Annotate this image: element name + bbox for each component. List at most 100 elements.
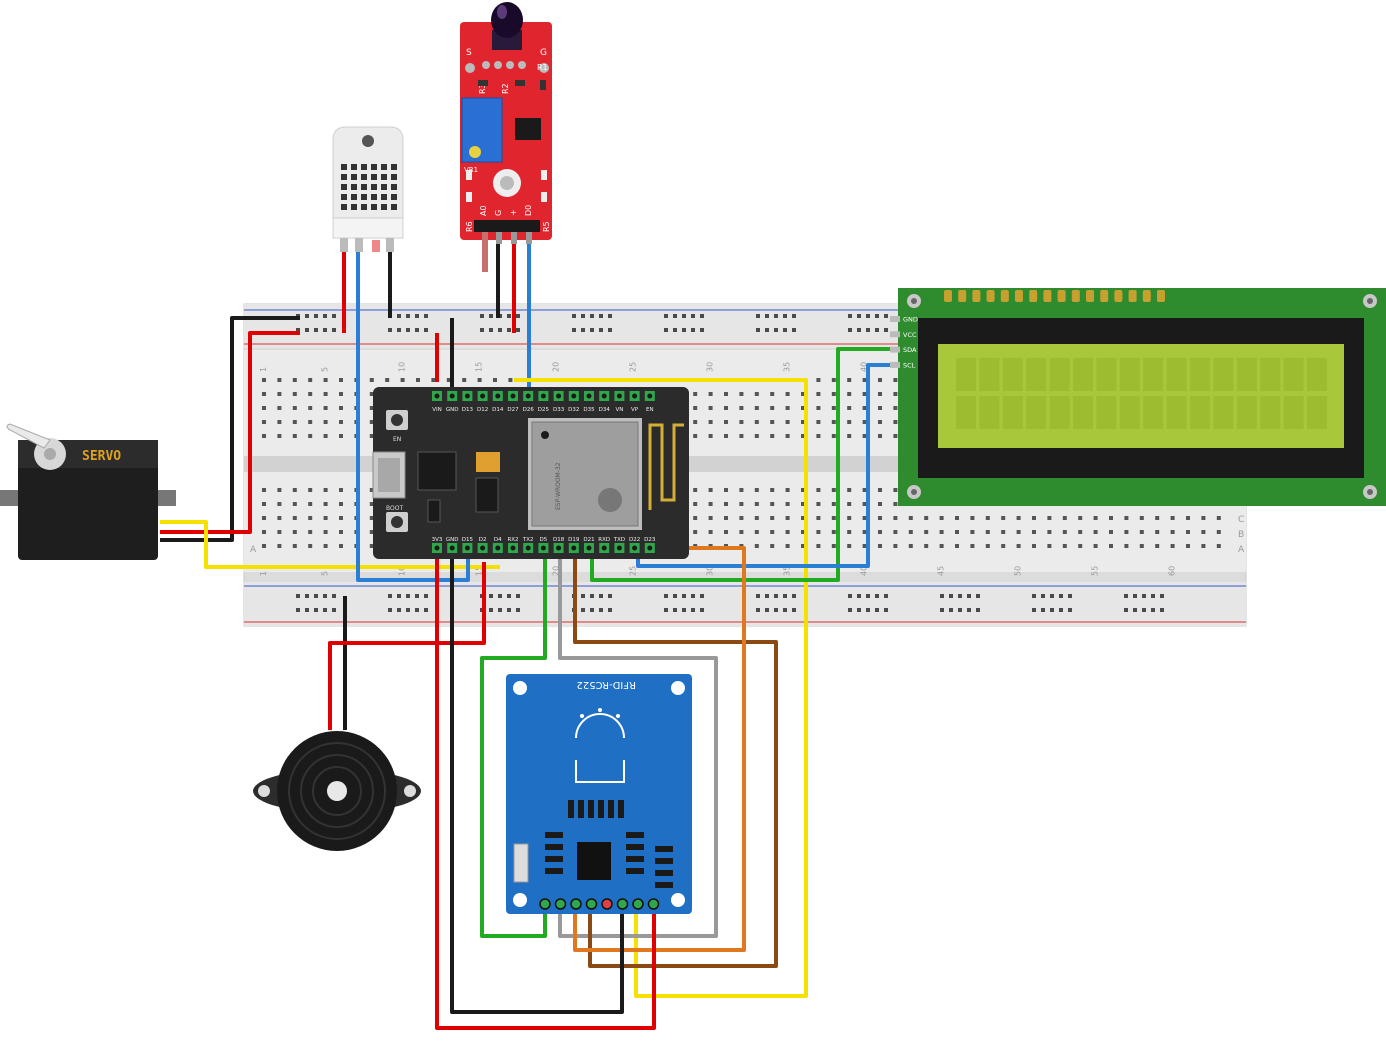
rail-hole	[590, 328, 594, 332]
dht-vent	[351, 194, 357, 200]
lcd-char-cell	[956, 358, 976, 391]
bb-hole	[493, 378, 497, 382]
rfid-smd	[545, 868, 563, 874]
rail-hole	[664, 608, 668, 612]
lcd-header-pin	[1114, 290, 1123, 302]
flame-label-r5: R5	[542, 221, 551, 232]
rfid-smd	[626, 856, 644, 862]
bb-hole	[862, 406, 867, 410]
bb-hole	[831, 502, 836, 506]
rfid-black-wire	[450, 548, 624, 1014]
esp-pin-label-bottom: TXD	[613, 537, 625, 543]
dht-vent	[391, 194, 397, 200]
dht-vent	[361, 174, 367, 180]
bb-hole	[893, 406, 898, 410]
bb-hole	[277, 420, 282, 424]
lcd-header-pin	[1128, 290, 1137, 302]
bb-hole	[739, 406, 744, 410]
rail-hole	[673, 594, 677, 598]
servo-yellow-wire	[160, 520, 500, 569]
dht-vent	[341, 204, 347, 210]
flame-pin-a0: A0	[479, 205, 488, 216]
rail-hole	[848, 314, 852, 318]
rail-hole	[857, 314, 861, 318]
rail-hole	[783, 328, 787, 332]
bb-col-number: 40	[860, 362, 869, 372]
bb-hole	[369, 516, 374, 520]
rail-hole	[1160, 608, 1164, 612]
bb-hole	[1016, 544, 1021, 548]
rfid-smd	[545, 832, 563, 838]
lcd-char-cell	[1283, 396, 1304, 429]
lcd-blue-wire	[636, 363, 900, 568]
rail-hole	[1151, 608, 1155, 612]
rail-hole	[682, 608, 686, 612]
rail-hole	[1041, 608, 1045, 612]
esp-pin-label-bottom: D23	[644, 537, 656, 543]
rail-hole	[323, 314, 327, 318]
bb-hole	[708, 434, 713, 438]
bb-hole	[277, 488, 282, 492]
rail-hole	[673, 314, 677, 318]
rail-hole	[700, 608, 704, 612]
esp-pin-label-top: D26	[523, 407, 535, 413]
bb-hole	[754, 392, 759, 396]
bb-hole	[739, 530, 744, 534]
bb-hole	[292, 392, 297, 396]
rfid-smd	[655, 858, 673, 864]
lcd-header-pin	[972, 290, 981, 302]
bb-hole	[847, 502, 852, 506]
bb-hole	[847, 488, 852, 492]
bb-hole	[1124, 544, 1129, 548]
dht-vent	[371, 194, 377, 200]
bb-col-number: 10	[398, 362, 407, 372]
lcd-char-cell	[979, 358, 1000, 391]
bb-hole	[1062, 530, 1067, 534]
rail-hole	[1032, 594, 1036, 598]
rail-hole	[498, 594, 502, 598]
rail-hole	[608, 594, 612, 598]
rail-hole	[332, 314, 336, 318]
esp-pin-label-top: VN	[615, 407, 623, 413]
bb-hole	[292, 378, 297, 382]
bb-hole	[770, 488, 775, 492]
bb-hole	[739, 516, 744, 520]
bb-hole	[770, 420, 775, 424]
rail-hole	[875, 594, 879, 598]
bb-hole	[339, 406, 343, 410]
bb-hole	[369, 544, 374, 548]
bb-hole	[262, 502, 266, 506]
bb-hole	[1124, 530, 1129, 534]
bb-col-number: 55	[1091, 566, 1100, 576]
rail-hole	[884, 328, 888, 332]
dht-sensor	[332, 126, 404, 252]
bb-col-number: 50	[1014, 566, 1023, 576]
flame-pin-plus: +	[509, 209, 518, 216]
bb-hole	[754, 544, 759, 548]
bb-hole	[816, 530, 821, 534]
dht-vent	[381, 184, 387, 190]
bb-col-number: 1	[259, 367, 268, 372]
bb-hole	[785, 516, 790, 520]
rail-hole	[976, 594, 980, 598]
rail-hole	[857, 328, 861, 332]
bb-hole	[262, 406, 266, 410]
rfid-orange-wire	[573, 546, 746, 952]
rfid-reader: RFID-RC522	[506, 674, 692, 914]
dht-vent	[351, 184, 357, 190]
buzzer-red-wire	[328, 562, 486, 730]
bb-hole	[1078, 516, 1083, 520]
rail-hole	[314, 608, 318, 612]
esp-pin-label-top: D13	[462, 407, 474, 413]
bb-hole	[724, 516, 728, 520]
bb-hole	[693, 516, 698, 520]
lcd-char-cell	[1026, 358, 1047, 391]
rail-hole	[848, 328, 852, 332]
esp-pin-label-top: GND	[446, 407, 459, 413]
bb-hole	[292, 502, 297, 506]
bb-hole	[508, 378, 513, 382]
lcd-char-cell	[1236, 396, 1257, 429]
rfid-smd	[655, 846, 673, 852]
rail-hole	[406, 594, 410, 598]
dht-vent	[371, 204, 377, 210]
